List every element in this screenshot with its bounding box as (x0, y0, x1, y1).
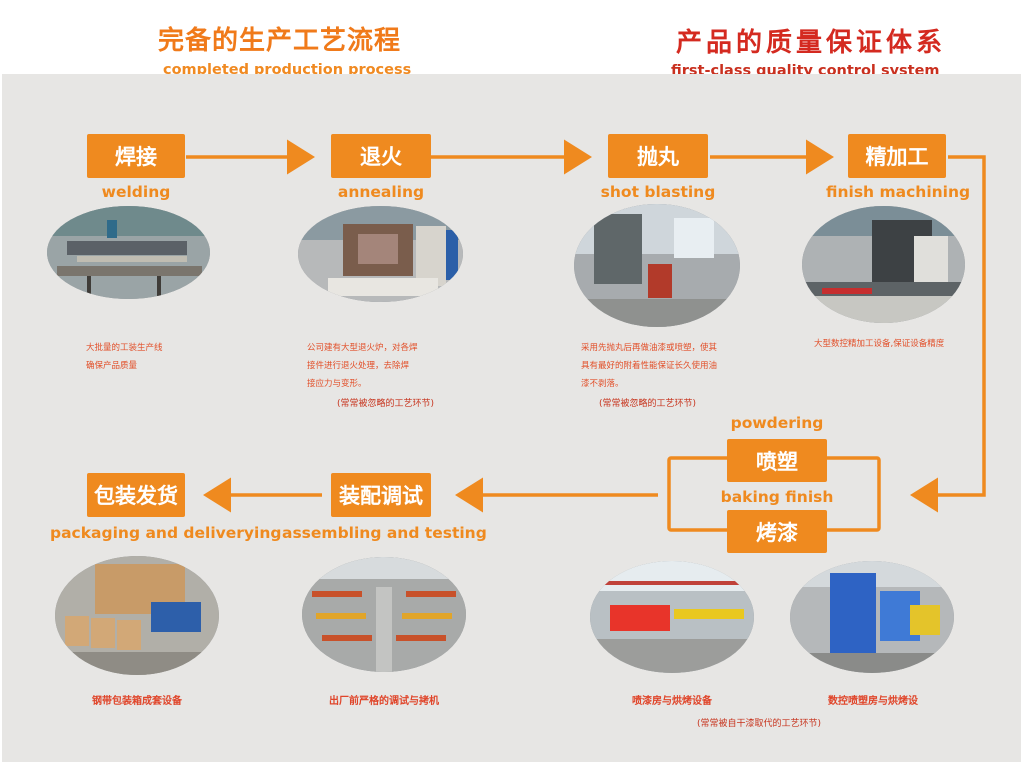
step-assembling: 装配调试 (331, 473, 431, 517)
cnc-room-photo (790, 561, 954, 673)
annealing-desc-line: 公司建有大型退火炉，对各焊 (307, 343, 418, 353)
welding-photo (47, 206, 210, 299)
finish-machining-description: 大型数控精加工设备,保证设备精度 (814, 335, 944, 353)
coating-note: (常常被自干漆取代的工艺环节) (697, 719, 822, 729)
finish-machining-desc-line: 大型数控精加工设备,保证设备精度 (814, 339, 945, 349)
shot-blasting-desc-line: 采用先抛丸后再做油漆或喷塑，使其 (581, 343, 718, 353)
assembling-caption: 出厂前严格的调试与拷机 (329, 696, 439, 707)
arrow-finishmachining-coating (910, 155, 986, 513)
shot-blasting-photo (574, 204, 740, 327)
step-powdering: 喷塑 (727, 439, 827, 482)
assembling-english: assembling and testing (282, 524, 487, 542)
step-baking: 烤漆 (727, 510, 827, 553)
packaging-english: packaging and deliverying (50, 524, 282, 542)
left-title: 完备的生产工艺流程 (158, 26, 402, 56)
baking-english: baking finish (720, 488, 834, 506)
annealing-english: annealing (337, 183, 425, 201)
finish-machining-photo (802, 206, 965, 323)
finish-machining-english: finish machining (826, 183, 971, 201)
welding-description: 大批量的工装生产线 确保产品质量 (86, 339, 163, 375)
shot-blasting-english: shot blasting (600, 183, 716, 201)
annealing-photo (298, 206, 463, 302)
step-welding: 焊接 (87, 134, 185, 178)
annealing-desc-line: 接应力与变形。 (307, 379, 367, 389)
shot-blasting-desc-line: 漆不剥落。 (581, 379, 624, 389)
right-title: 产品的质量保证体系 (676, 28, 947, 58)
welding-desc-line: 大批量的工装生产线 (86, 343, 163, 353)
shot-blasting-description: 采用先抛丸后再做油漆或喷塑，使其 具有最好的附着性能保证长久使用油 漆不剥落。 (581, 339, 717, 393)
spray-room-photo (590, 561, 754, 673)
step-annealing: 退火 (331, 134, 431, 178)
packaging-caption: 钢带包装箱成套设备 (92, 696, 182, 707)
shot-blasting-note: (常常被忽略的工艺环节) (599, 399, 697, 409)
welding-desc-line: 确保产品质量 (86, 361, 138, 371)
packaging-photo (55, 556, 219, 675)
assembling-photo (302, 557, 466, 672)
powdering-english: powdering (730, 414, 824, 432)
cnc-room-caption: 数控喷塑房与烘烤设 (828, 696, 918, 707)
shot-blasting-desc-line: 具有最好的附着性能保证长久使用油 (581, 361, 718, 371)
step-packaging: 包装发货 (87, 473, 185, 517)
annealing-description: 公司建有大型退火炉，对各焊 接件进行退火处理，去除焊 接应力与变形。 (307, 339, 418, 393)
annealing-desc-line: 接件进行退火处理，去除焊 (307, 361, 410, 371)
step-finish-machining: 精加工 (848, 134, 946, 178)
welding-english: welding (101, 183, 171, 201)
spray-room-caption: 喷漆房与烘烤设备 (632, 696, 712, 707)
annealing-note: (常常被忽略的工艺环节) (337, 399, 435, 409)
step-shot-blasting: 抛丸 (608, 134, 708, 178)
